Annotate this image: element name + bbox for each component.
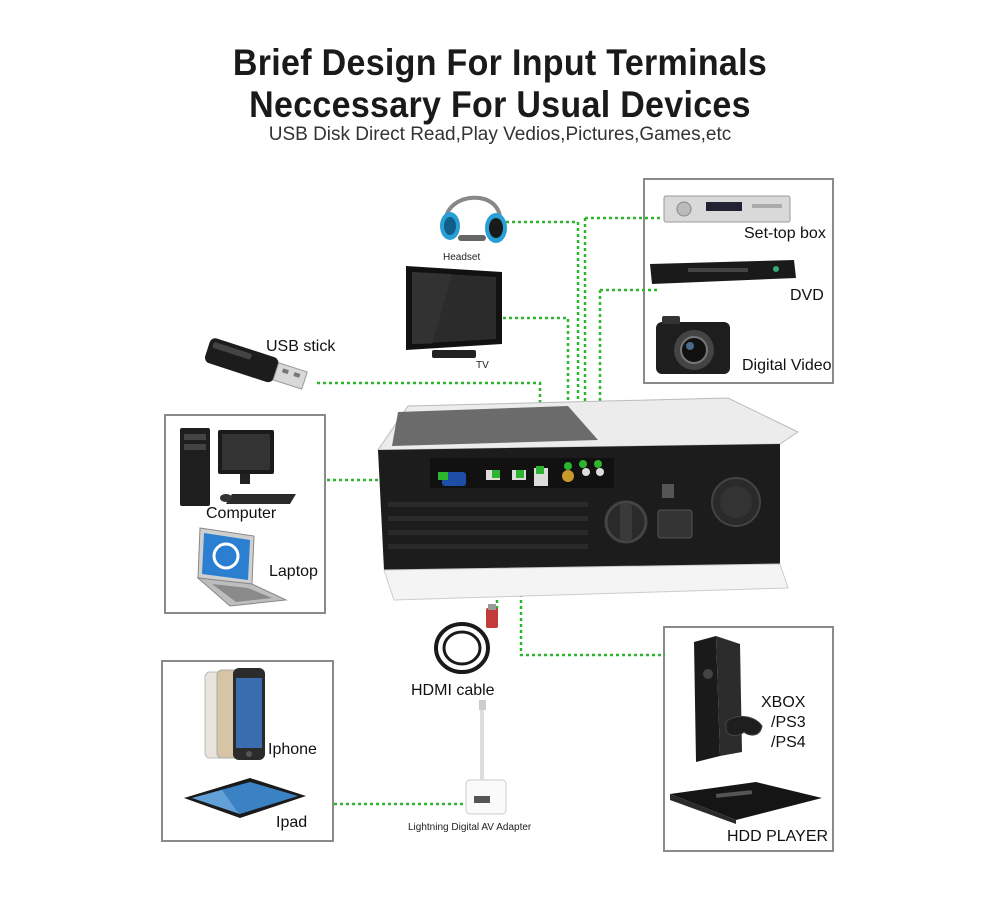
adapter-label: Lightning Digital AV Adapter [408, 822, 532, 833]
xbox-console-icon [694, 636, 763, 762]
hdd-player-label: HDD PLAYER [727, 828, 829, 845]
computer-icon [180, 428, 296, 506]
usb-stick-label: USB stick [266, 338, 336, 355]
page-subtitle: USB Disk Direct Read,Play Vedios,Picture… [268, 124, 732, 145]
port-highlights [438, 460, 602, 480]
tv-icon [406, 266, 502, 358]
dvd-player-icon [650, 260, 796, 284]
xbox-label-line1: XBOX [761, 694, 806, 711]
wire-usb [317, 381, 542, 470]
headset-icon [440, 195, 507, 243]
digital-video-label: Digital Video [742, 357, 832, 374]
laptop-icon [196, 527, 288, 607]
iphone-label: Iphone [268, 741, 317, 758]
console-devices-box [663, 626, 834, 852]
laptop-label: Laptop [269, 563, 318, 580]
ipad-label: Ipad [276, 814, 308, 831]
wire-settop [583, 216, 660, 462]
computer-label: Computer [206, 505, 277, 522]
page-title-line-2: Neccessary For Usual Devices [249, 84, 751, 126]
lightning-adapter-icon [465, 700, 507, 815]
tv-label: TV [476, 360, 489, 371]
xbox-label-line3: /PS4 [771, 734, 806, 751]
wire-console [519, 480, 665, 657]
xbox-label-line2: /PS3 [771, 714, 806, 731]
ipad-icon [184, 778, 306, 818]
hdmi-cable-icon [434, 604, 498, 674]
iphone-icon [204, 668, 265, 760]
wire-headset [500, 220, 580, 462]
set-top-box-icon [663, 195, 791, 223]
hdd-player-icon [670, 782, 822, 824]
digital-camera-icon [656, 316, 730, 374]
page-title-line-1: Brief Design For Input Terminals [232, 42, 768, 84]
hdmi-cable-label: HDMI cable [411, 682, 495, 699]
dvd-label: DVD [790, 287, 824, 304]
wire-dvd [598, 288, 660, 462]
projector-icon [377, 397, 800, 601]
headset-label: Headset [443, 252, 481, 263]
set-top-box-label: Set-top box [744, 225, 826, 242]
usb-stick-icon [205, 338, 308, 390]
